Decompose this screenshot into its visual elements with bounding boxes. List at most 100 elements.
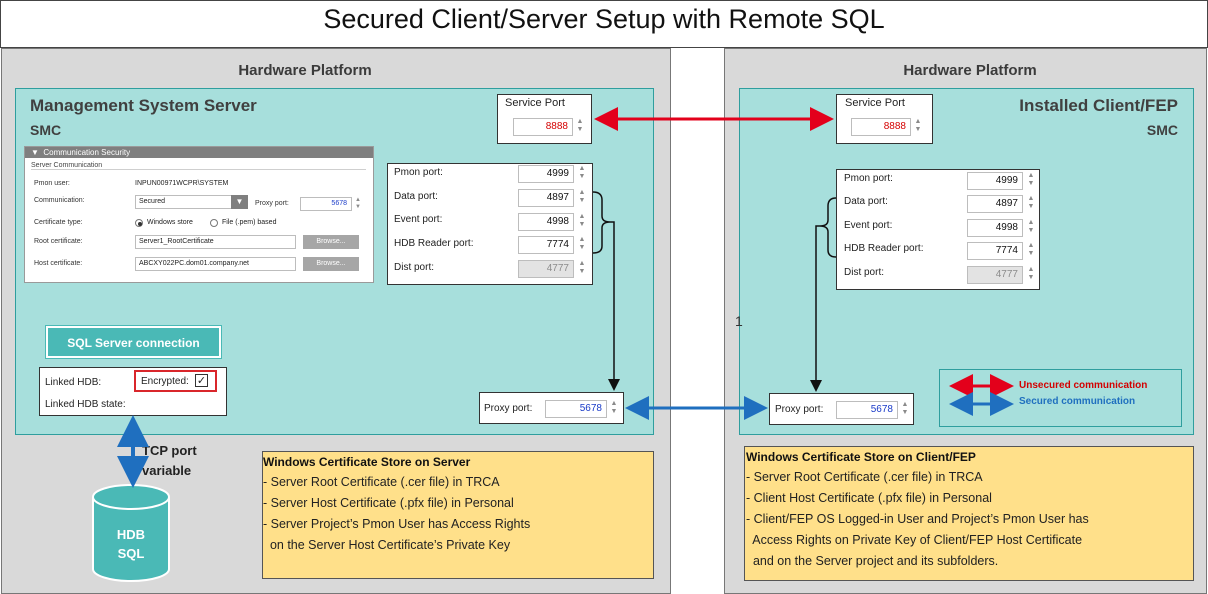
client-service-port-input[interactable]: 8888 [851, 118, 911, 136]
right-platform-title: Hardware Platform [903, 62, 1037, 79]
client-hdb-reader-port-input[interactable]: 7774 [967, 242, 1023, 260]
chevron-down-icon[interactable]: ▼ [231, 195, 248, 209]
server-proxy-port-input[interactable]: 5678 [545, 400, 607, 418]
server-hdb-reader-port-label: HDB Reader port: [394, 238, 474, 249]
host-certificate-input[interactable]: ABCXY022PC.dom01.company.net [135, 257, 296, 271]
communication-security-header[interactable]: ▼ Communication Security [25, 147, 373, 158]
windows-store-radio[interactable] [135, 219, 143, 227]
client-service-port-spinner[interactable]: ▲▼ [914, 118, 922, 133]
root-certificate-input[interactable]: Server1_RootCertificate [135, 235, 296, 249]
client-pmon-port-input[interactable]: 4999 [967, 172, 1023, 190]
diagram-title: Secured Client/Server Setup with Remote … [323, 4, 885, 34]
file-pem-option-label: File (.pem) based [222, 219, 277, 226]
subheader-divider [31, 169, 366, 170]
server-event-port-input[interactable]: 4998 [518, 213, 574, 231]
client-proxy-port-spinner[interactable]: ▲▼ [901, 401, 909, 416]
pmon-user-value: INPUN00971WCPR\SYSTEM [135, 180, 229, 187]
client-pmon-port-label: Pmon port: [844, 173, 893, 184]
client-cert-store-line-1: - Server Root Certificate (.cer file) in… [746, 470, 983, 484]
server-service-port-spinner[interactable]: ▲▼ [576, 118, 584, 133]
client-pmon-port-spinner[interactable]: ▲▼ [1027, 172, 1035, 187]
server-proxy-port-spinner[interactable]: ▲▼ [610, 400, 618, 415]
server-hdb-reader-port-spinner[interactable]: ▲▼ [578, 236, 586, 251]
root-certificate-label: Root certificate: [34, 238, 83, 245]
server-cert-store-line-1: - Server Root Certificate (.cer file) in… [263, 475, 500, 489]
server-smc-label: SMC [30, 122, 62, 138]
client-dist-port-spinner: ▲▼ [1027, 266, 1035, 281]
client-data-port-spinner[interactable]: ▲▼ [1027, 195, 1035, 210]
database-label-sql: SQL [117, 546, 145, 561]
server-proxy-port-label: Proxy port: [484, 403, 533, 414]
left-platform-title: Hardware Platform [238, 62, 372, 79]
proxy-port-spinner[interactable]: ▲▼ [355, 197, 361, 210]
database-label-hdb: HDB [116, 527, 146, 542]
server-cert-store-box [262, 451, 654, 579]
client-event-port-input[interactable]: 4998 [967, 219, 1023, 237]
host-certificate-label: Host certificate: [34, 260, 83, 267]
server-pmon-port-input[interactable]: 4999 [518, 165, 574, 183]
server-dist-port-spinner: ▲▼ [578, 260, 586, 275]
client-data-port-input[interactable]: 4897 [967, 195, 1023, 213]
server-event-port-label: Event port: [394, 214, 443, 225]
communication-select-value: Secured [139, 198, 166, 205]
root-certificate-browse-button[interactable]: Browse... [303, 235, 359, 249]
server-title: Management System Server [30, 96, 257, 115]
linked-hdb-label: Linked HDB: [45, 377, 102, 388]
communication-security-title: Communication Security [43, 148, 131, 157]
server-dist-port-label: Dist port: [394, 262, 435, 273]
file-pem-radio[interactable] [210, 219, 218, 227]
server-hdb-reader-port-input[interactable]: 7774 [518, 236, 574, 254]
server-event-port-spinner[interactable]: ▲▼ [578, 213, 586, 228]
proxy-port-label: Proxy port: [255, 200, 289, 207]
encrypted-label: Encrypted: [141, 376, 189, 387]
title-bar [0, 0, 1208, 48]
server-cert-store-line-2: - Server Host Certificate (.pfx file) in… [263, 496, 514, 510]
client-cert-store-line-3: - Client/FEP OS Logged-in User and Proje… [746, 512, 1089, 526]
client-cert-store-line-2: - Client Host Certificate (.pfx file) in… [746, 491, 992, 505]
communication-label: Communication: [34, 197, 85, 204]
client-event-port-spinner[interactable]: ▲▼ [1027, 219, 1035, 234]
client-dist-port-input: 4777 [967, 266, 1023, 284]
client-cert-store-title: Windows Certificate Store on Client/FEP [746, 450, 976, 464]
collapse-triangle-icon: ▼ [31, 148, 44, 157]
client-proxy-port-input[interactable]: 5678 [836, 401, 898, 419]
server-data-port-input[interactable]: 4897 [518, 189, 574, 207]
client-title: Installed Client/FEP [1019, 96, 1178, 115]
sql-server-connection-button[interactable]: SQL Server connection [45, 325, 222, 359]
client-smc-label: SMC [1146, 122, 1178, 138]
legend-unsecured-label: Unsecured communication [1019, 380, 1148, 391]
server-cert-store-line-4: on the Server Host Certificate’s Private… [263, 538, 511, 552]
host-certificate-browse-button[interactable]: Browse... [303, 257, 359, 271]
client-cert-store-line-5: and on the Server project and its subfol… [746, 554, 999, 568]
encrypted-checkbox[interactable]: ✓ [195, 374, 208, 387]
linked-hdb-state-label: Linked HDB state: [45, 399, 126, 410]
server-data-port-spinner[interactable]: ▲▼ [578, 189, 586, 204]
client-hdb-reader-port-label: HDB Reader port: [844, 243, 924, 254]
server-dist-port-input: 4777 [518, 260, 574, 278]
tcp-port-label: TCP port [142, 443, 197, 458]
client-cert-store-box [744, 446, 1194, 581]
server-pmon-port-spinner[interactable]: ▲▼ [578, 165, 586, 180]
server-pmon-port-label: Pmon port: [394, 167, 443, 178]
client-cert-store-line-4: Access Rights on Private Key of Client/F… [746, 533, 1083, 547]
proxy-port-input[interactable]: 5678 [300, 197, 352, 211]
pmon-user-label: Pmon user: [34, 180, 70, 187]
server-service-port-input[interactable]: 8888 [513, 118, 573, 136]
client-event-port-label: Event port: [844, 220, 893, 231]
hdb-sql-database-icon [92, 484, 170, 582]
client-hdb-reader-port-spinner[interactable]: ▲▼ [1027, 242, 1035, 257]
client-data-port-label: Data port: [844, 196, 888, 207]
legend-secured-label: Secured communication [1019, 396, 1136, 407]
tcp-variable-label: variable [142, 463, 192, 478]
certificate-type-label: Certificate type: [34, 219, 83, 226]
encrypted-highlight [134, 370, 217, 392]
server-communication-subheader: Server Communication [31, 162, 103, 169]
stray-mark: 1 [735, 313, 743, 329]
server-cert-store-line-3: - Server Project’s Pmon User has Access … [263, 517, 531, 531]
windows-store-option-label: Windows store [147, 219, 193, 226]
communication-select[interactable]: Secured [135, 195, 248, 209]
server-data-port-label: Data port: [394, 191, 438, 202]
server-cert-store-title: Windows Certificate Store on Server [263, 455, 471, 469]
server-service-port-label: Service Port [505, 97, 565, 109]
client-service-port-label: Service Port [845, 97, 905, 109]
